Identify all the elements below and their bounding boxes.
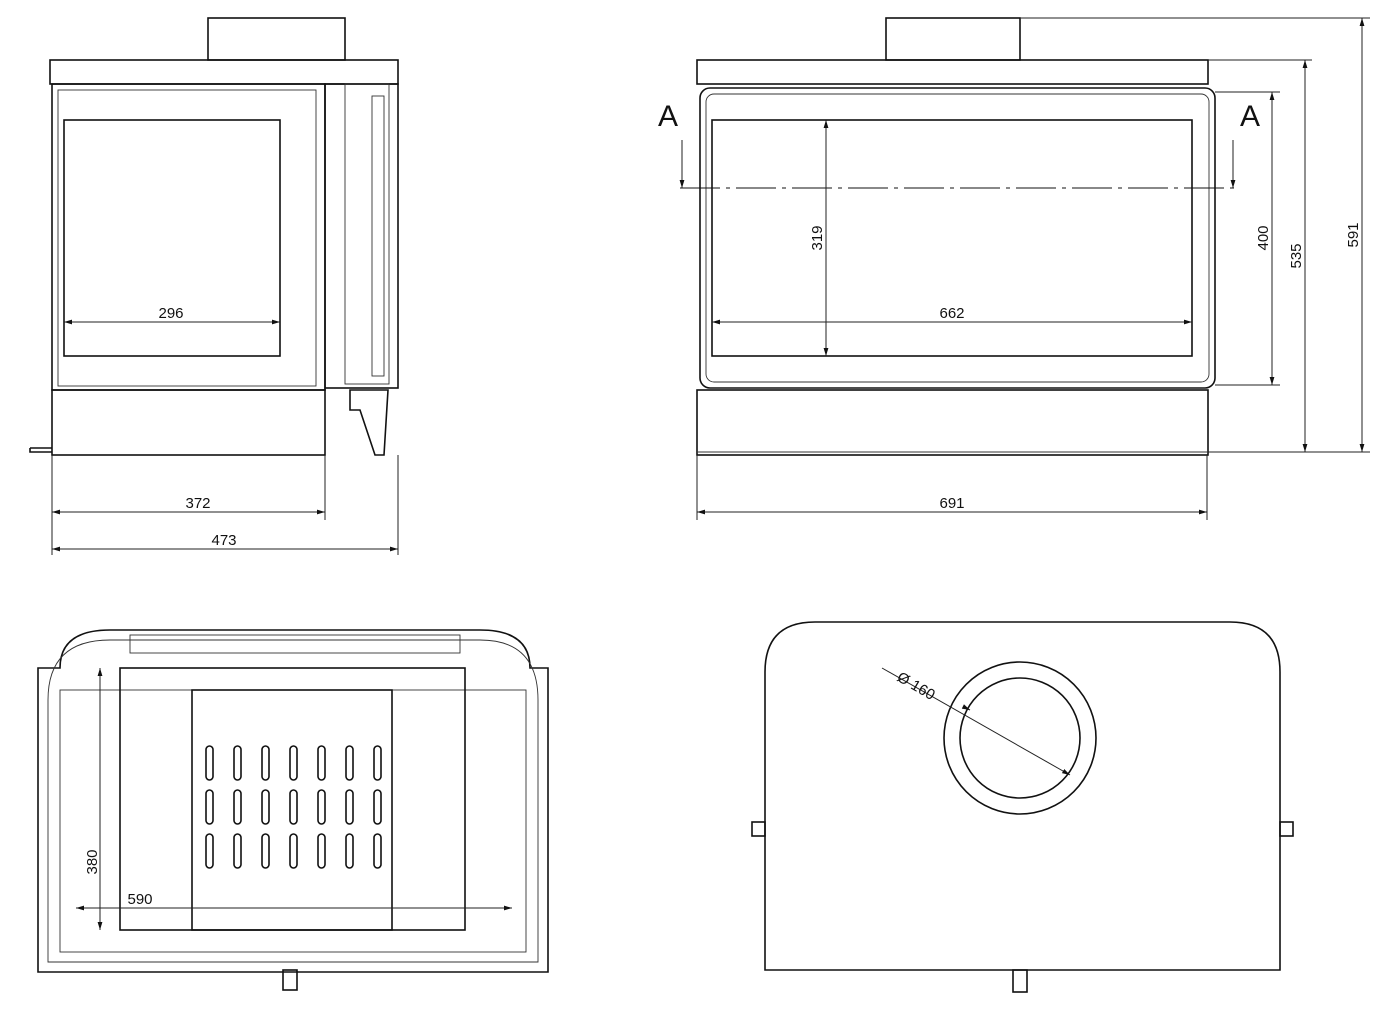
grate-slot [317, 745, 326, 781]
grate-slot [233, 833, 242, 869]
grate-slot [345, 745, 354, 781]
dim-body-depth: 372 [185, 495, 210, 512]
grate-slot [289, 745, 298, 781]
grate-slot [205, 789, 214, 825]
grate-slot [345, 833, 354, 869]
grate-slot [289, 789, 298, 825]
dim-glass-width-front: 662 [939, 305, 964, 322]
grate-slot [261, 745, 270, 781]
grate-slot [233, 745, 242, 781]
dim-total-width: 691 [939, 495, 964, 512]
grate-slot [261, 789, 270, 825]
grate-slot [317, 833, 326, 869]
section-label-right: A [1240, 100, 1260, 133]
grate-slot [205, 745, 214, 781]
grate-slots [205, 745, 382, 869]
grate-slot [373, 789, 382, 825]
dim-firebox-width: 590 [127, 891, 152, 908]
dim-glass-width: 296 [158, 305, 183, 322]
dim-total-height: 591 [1345, 222, 1362, 247]
side-view: 296 372 473 [29, 17, 399, 555]
dim-glass-height: 319 [809, 225, 826, 250]
dim-body-height: 535 [1288, 243, 1305, 268]
plan-view: 380 590 [37, 629, 549, 991]
grate-slot [261, 833, 270, 869]
grate-slot [233, 789, 242, 825]
top-view: Ø 160 [751, 621, 1294, 993]
grate-slot [317, 789, 326, 825]
grate-slot [345, 789, 354, 825]
dim-flue-diameter: Ø 160 [894, 669, 938, 704]
section-label-left: A [658, 100, 678, 133]
dim-firebox-depth: 380 [84, 849, 101, 874]
dim-total-depth: 473 [211, 532, 236, 549]
grate-slot [205, 833, 214, 869]
grate-slot [373, 745, 382, 781]
grate-slot [373, 833, 382, 869]
grate-slot [289, 833, 298, 869]
dim-door-height: 400 [1255, 225, 1272, 250]
front-view: A A 319 662 400 535 591 691 [658, 17, 1370, 520]
